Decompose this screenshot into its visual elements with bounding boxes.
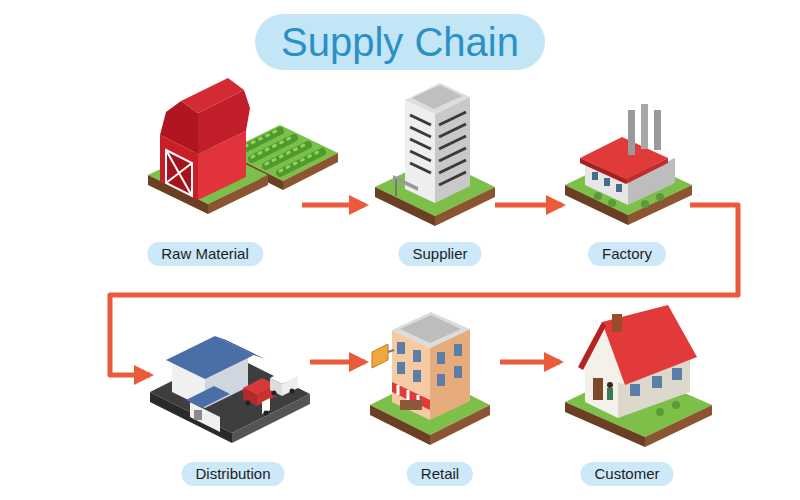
warehouse	[150, 336, 310, 443]
stage-label: Supplier	[398, 242, 481, 266]
stage-label: Retail	[407, 462, 473, 486]
stage-node: Retail	[365, 300, 500, 490]
barn	[148, 78, 268, 214]
stage-label: Distribution	[181, 462, 284, 486]
stage-node: Supplier	[365, 80, 495, 270]
flow-arrow	[110, 205, 738, 375]
house	[565, 305, 712, 447]
stage-node: Customer	[560, 295, 720, 490]
flow-arrow	[310, 360, 365, 365]
supplier-building	[375, 83, 495, 226]
stage-node: Raw Material	[145, 100, 302, 270]
retail-store	[370, 312, 490, 445]
flow-arrow	[500, 360, 560, 365]
stage-node: Distribution	[150, 320, 310, 490]
flow-arrow	[495, 203, 562, 208]
stage-label: Customer	[580, 462, 673, 486]
stage-label: Factory	[588, 242, 666, 266]
flow-arrow	[302, 203, 365, 208]
title-pill: Supply Chain	[255, 14, 545, 70]
factory	[565, 104, 692, 225]
stage-label: Raw Material	[147, 242, 263, 266]
stage-node: Factory	[562, 95, 690, 270]
